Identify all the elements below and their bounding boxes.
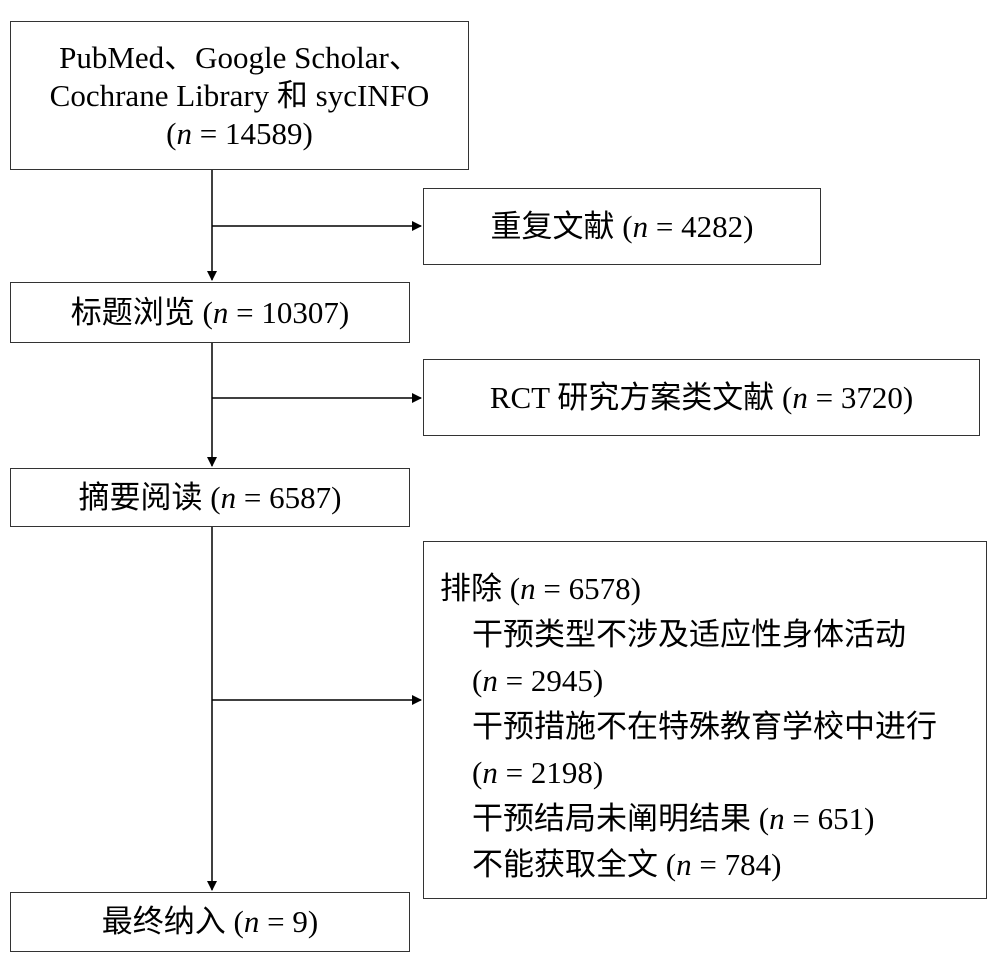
duplicates-box: 重复文献 (n = 4282) <box>423 188 821 265</box>
databases-count-value: 14589 <box>224 115 303 151</box>
final-box: 最终纳入 (n = 9) <box>10 892 410 952</box>
exclusion-reason-3: 干预结局未阐明结果 (n = 651) <box>472 801 875 836</box>
duplicates-label: 重复文献 <box>490 208 615 244</box>
rct-box: RCT 研究方案类文献 (n = 3720) <box>423 359 980 436</box>
exclusion-reason-2-count: (n = 2198) <box>472 755 604 790</box>
exclusion-reason-4: 不能获取全文 (n = 784) <box>472 847 782 882</box>
title-screen-label: 标题浏览 <box>70 294 195 330</box>
title-screen-box: 标题浏览 (n = 10307) <box>10 282 410 343</box>
abstract-label: 摘要阅读 <box>78 479 203 515</box>
exclusion-count: 6578 <box>568 571 631 606</box>
rct-count: 3720 <box>840 379 903 415</box>
databases-line1: PubMed、Google Scholar、 <box>59 39 420 75</box>
final-label: 最终纳入 <box>101 904 226 939</box>
exclusion-reason-1-text: 干预类型不涉及适应性身体活动 <box>472 617 906 652</box>
databases-box: PubMed、Google Scholar、 Cochrane Library … <box>10 21 469 170</box>
duplicates-count: 4282 <box>681 208 744 244</box>
databases-line2: Cochrane Library 和 sycINFO <box>49 77 430 113</box>
exclusion-box: 排除 (n = 6578) 干预类型不涉及适应性身体活动 (n = 2945) … <box>423 541 987 899</box>
exclusion-header: 排除 (n = 6578) <box>440 571 641 606</box>
rct-label: RCT 研究方案类文献 <box>489 379 775 415</box>
abstract-count: 6587 <box>269 479 332 515</box>
exclusion-reason-2-text: 干预措施不在特殊教育学校中进行 <box>472 709 937 744</box>
exclusion-label: 排除 <box>440 571 502 606</box>
title-screen-count: 10307 <box>261 294 339 330</box>
final-count: 9 <box>292 904 308 939</box>
abstract-box: 摘要阅读 (n = 6587) <box>10 468 410 527</box>
exclusion-reason-1-count: (n = 2945) <box>472 663 604 698</box>
databases-count: (n = 14589) <box>166 115 313 151</box>
